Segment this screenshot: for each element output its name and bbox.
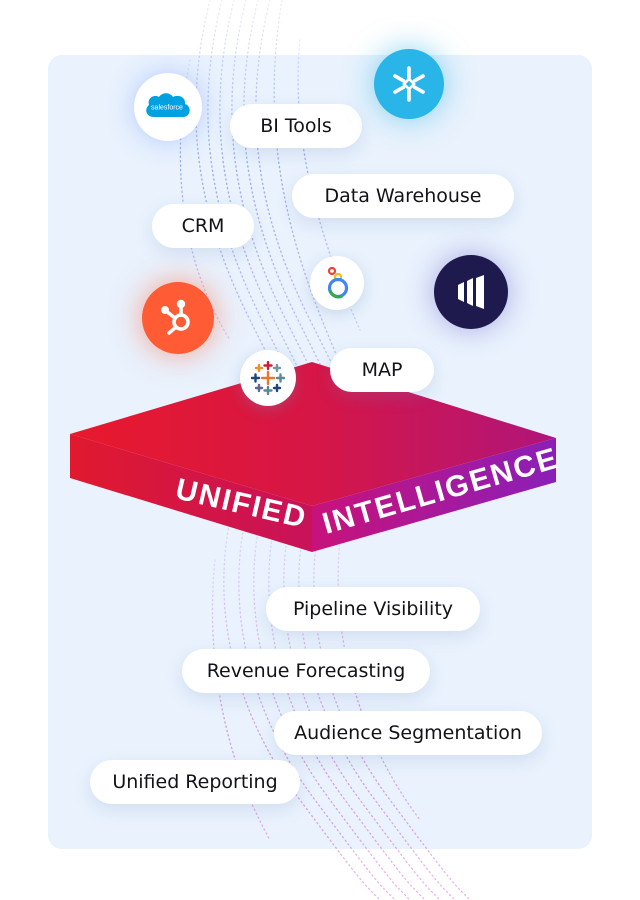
unified-reporting-pill: Unified Reporting <box>90 760 300 804</box>
crm-pill: CRM <box>152 204 254 248</box>
map-label: MAP <box>361 359 403 381</box>
snowflake-icon <box>374 49 444 119</box>
revenue-forecasting-pill: Revenue Forecasting <box>182 649 430 693</box>
marketo-icon <box>434 255 508 329</box>
revenue-forecasting-label: Revenue Forecasting <box>206 660 406 682</box>
audience-segmentation-label: Audience Segmentation <box>294 722 522 744</box>
bi-tools-label: BI Tools <box>260 115 332 137</box>
salesforce-logo-text: salesforce <box>151 105 183 112</box>
pipeline-visibility-pill: Pipeline Visibility <box>266 587 480 631</box>
data-warehouse-pill: Data Warehouse <box>292 174 514 218</box>
crm-label: CRM <box>181 215 225 237</box>
pipeline-visibility-label: Pipeline Visibility <box>292 598 454 620</box>
salesforce-icon: salesforce <box>134 73 202 141</box>
hubspot-icon <box>142 282 214 354</box>
data-warehouse-label: Data Warehouse <box>324 185 482 207</box>
unified-reporting-label: Unified Reporting <box>112 771 278 793</box>
audience-segmentation-pill: Audience Segmentation <box>274 711 542 755</box>
map-pill: MAP <box>330 348 434 392</box>
tableau-icon <box>240 350 296 406</box>
bi-tools-pill: BI Tools <box>230 104 362 148</box>
looker-icon <box>310 256 364 310</box>
